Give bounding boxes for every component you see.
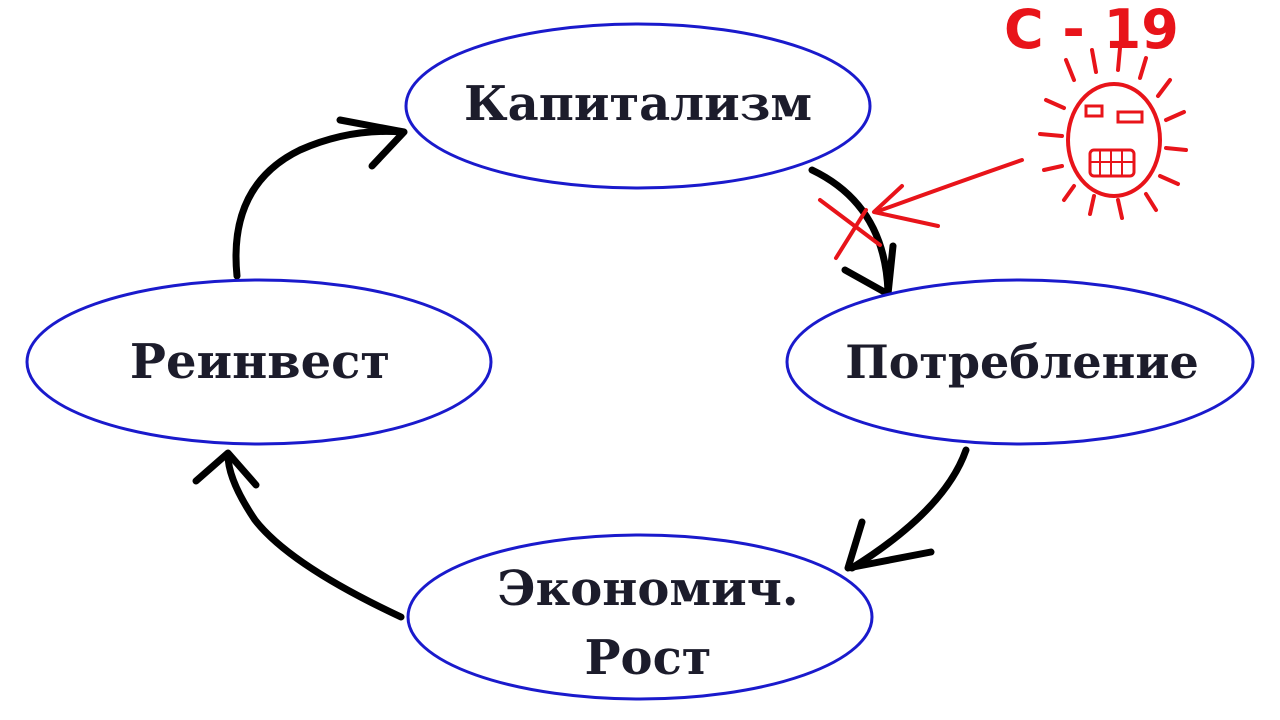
node-consumption: Потребление (785, 278, 1255, 446)
cycle-arrows (192, 116, 970, 621)
node-consumption-label: Потребление (845, 335, 1199, 389)
arrowhead-reinvest (192, 449, 260, 489)
node-reinvest: Реинвест (25, 278, 493, 446)
cross-mark-icon (818, 198, 882, 260)
node-reinvest-ellipse (25, 278, 493, 446)
virus-face-icon (1038, 46, 1188, 220)
node-reinvest-label: Реинвест (130, 334, 390, 390)
arrowhead-capitalism (336, 116, 408, 170)
node-growth-label-line2: Рост (584, 630, 711, 686)
node-growth-label-line1: Экономич. (497, 561, 798, 617)
node-capitalism: Капитализм (404, 22, 872, 190)
arrow-reinvest-to-capitalism (232, 127, 406, 280)
node-consumption-ellipse (785, 278, 1255, 446)
arrowhead-growth (844, 518, 935, 572)
arrow-capitalism-to-consumption (808, 166, 892, 296)
virus-label: C - 19 (1004, 0, 1179, 61)
node-growth: Экономич. Рост (406, 533, 874, 701)
virus-attack-arrow (874, 158, 1024, 214)
virus-annotation: C - 19 (818, 0, 1188, 260)
virus-attack-arrowhead (872, 184, 940, 228)
arrow-growth-to-reinvest (224, 451, 405, 621)
arrow-consumption-to-growth (848, 446, 970, 572)
node-capitalism-ellipse (404, 22, 872, 190)
node-growth-ellipse (406, 533, 874, 701)
node-capitalism-label: Капитализм (464, 76, 812, 132)
